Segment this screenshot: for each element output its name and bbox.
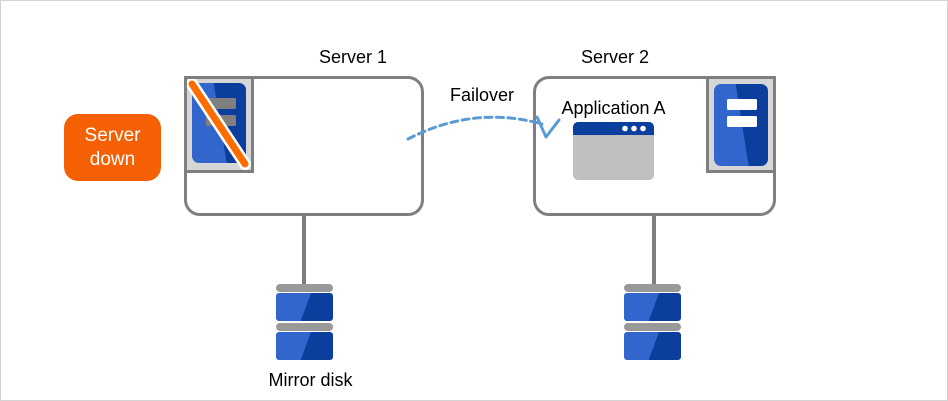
server2-disk-connector-line (652, 214, 656, 285)
mirror-disk-icon-right (624, 284, 681, 362)
server-down-icon (187, 79, 251, 170)
server1-disk-connector-line (302, 214, 306, 285)
disk-cap (276, 323, 333, 331)
server2-icon-frame (706, 76, 776, 173)
application-label: Application A (561, 98, 666, 118)
disk-segment (624, 293, 681, 321)
server1-icon-frame (184, 76, 254, 173)
server1-title: Server 1 (318, 47, 388, 67)
disk-segment (276, 293, 333, 321)
disk-cap (624, 323, 681, 331)
app-window-icon (573, 122, 654, 180)
failover-arrow-icon (406, 115, 561, 141)
disk-segment (276, 332, 333, 360)
mirror-disk-icon-left (276, 284, 333, 362)
disk-segment (624, 332, 681, 360)
server2-title: Server 2 (580, 47, 650, 67)
disk-cap (276, 284, 333, 292)
disk-cap (624, 284, 681, 292)
server-up-icon (714, 83, 768, 166)
failover-label: Failover (449, 85, 515, 105)
server-down-badge: Server down (64, 114, 161, 181)
mirror-disk-label: Mirror disk (268, 370, 353, 390)
